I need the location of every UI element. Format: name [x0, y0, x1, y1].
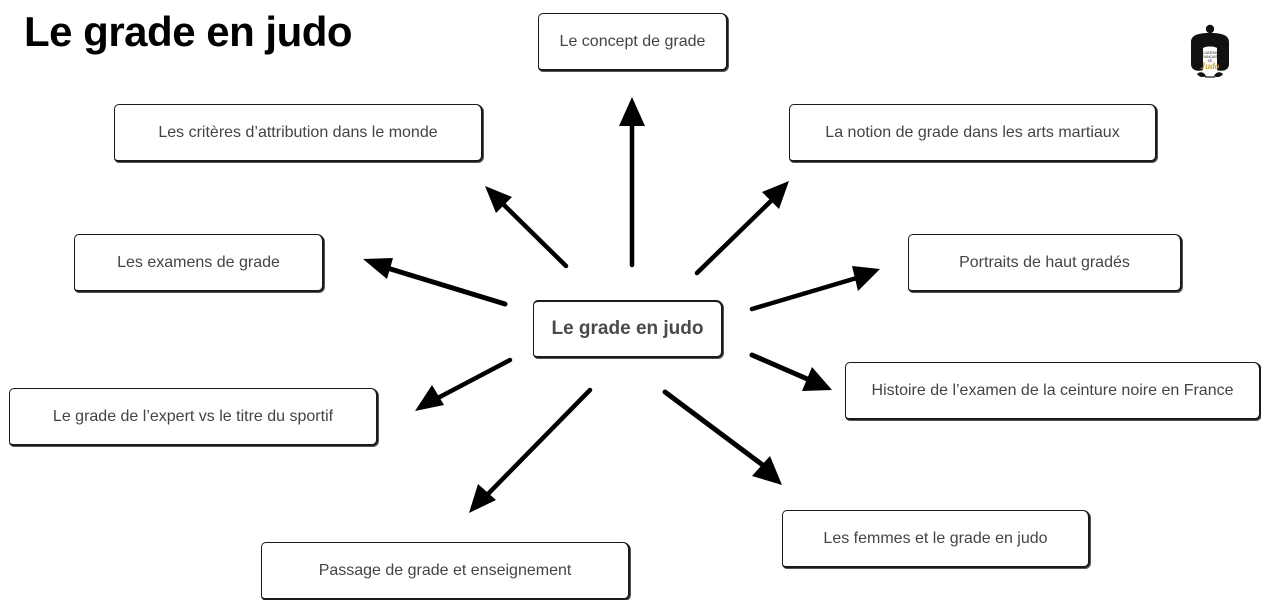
- arrow-to-notion: [694, 195, 777, 276]
- node-criteres-attribution: Les critères d’attribution dans le monde: [114, 104, 483, 162]
- node-histoire-ceinture-noire: Histoire de l’examen de la ceinture noir…: [845, 362, 1261, 420]
- center-node: Le grade en judo: [533, 300, 723, 358]
- node-portraits-hauts-grades: Portraits de haut gradés: [908, 234, 1182, 292]
- node-passage-enseignement: Passage de grade et enseignement: [261, 542, 630, 600]
- svg-text:ACADÉMIE: ACADÉMIE: [1201, 50, 1219, 55]
- arrow-to-portraits: [749, 274, 863, 312]
- node-expert-vs-sportif: Le grade de l’expert vs le titre du spor…: [9, 388, 378, 446]
- arrowhead-criteres: [485, 186, 512, 213]
- arrowhead-femmes: [752, 456, 782, 485]
- arrowhead-expert: [415, 385, 444, 411]
- arrowhead-notion: [762, 181, 789, 209]
- node-notion-arts-martiaux: La notion de grade dans les arts martiau…: [789, 104, 1157, 162]
- arrowhead-examens: [363, 258, 393, 279]
- arrow-to-histoire: [749, 352, 815, 384]
- arrowhead-concept: [619, 97, 645, 126]
- node-concept-de-grade: Le concept de grade: [538, 13, 728, 71]
- arrow-to-passage: [483, 387, 593, 499]
- arrow-to-expert: [431, 357, 513, 403]
- arrow-to-femmes: [662, 389, 767, 469]
- svg-text:Judo: Judo: [1200, 61, 1220, 71]
- arrowhead-histoire: [802, 367, 832, 391]
- svg-text:DE: DE: [1208, 59, 1213, 63]
- arrowhead-portraits: [852, 266, 880, 291]
- svg-text:FRANÇAISE: FRANÇAISE: [1200, 55, 1220, 59]
- page-title: Le grade en judo: [24, 8, 353, 55]
- academie-judo-logo: ACADÉMIE FRANÇAISE DE Judo: [1191, 24, 1229, 78]
- node-femmes-grade: Les femmes et le grade en judo: [782, 510, 1090, 568]
- arrow-to-examens: [381, 264, 508, 307]
- arrowhead-passage: [469, 484, 496, 513]
- arrow-to-criteres: [500, 201, 569, 269]
- node-examens-de-grade: Les examens de grade: [74, 234, 324, 292]
